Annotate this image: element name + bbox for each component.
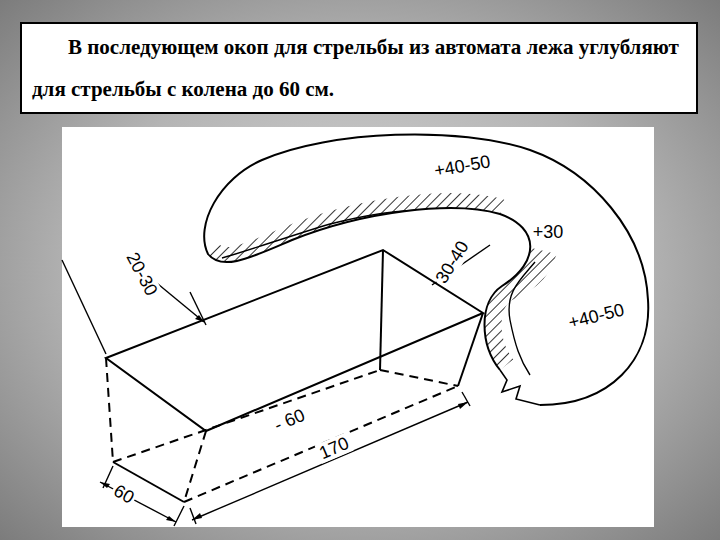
caption-text: В последующем окоп для стрельбы из автом…	[32, 26, 686, 110]
picture-ground	[62, 127, 654, 527]
height-label: +30	[531, 222, 566, 242]
text-box: В последующем окоп для стрельбы из автом…	[20, 22, 698, 114]
